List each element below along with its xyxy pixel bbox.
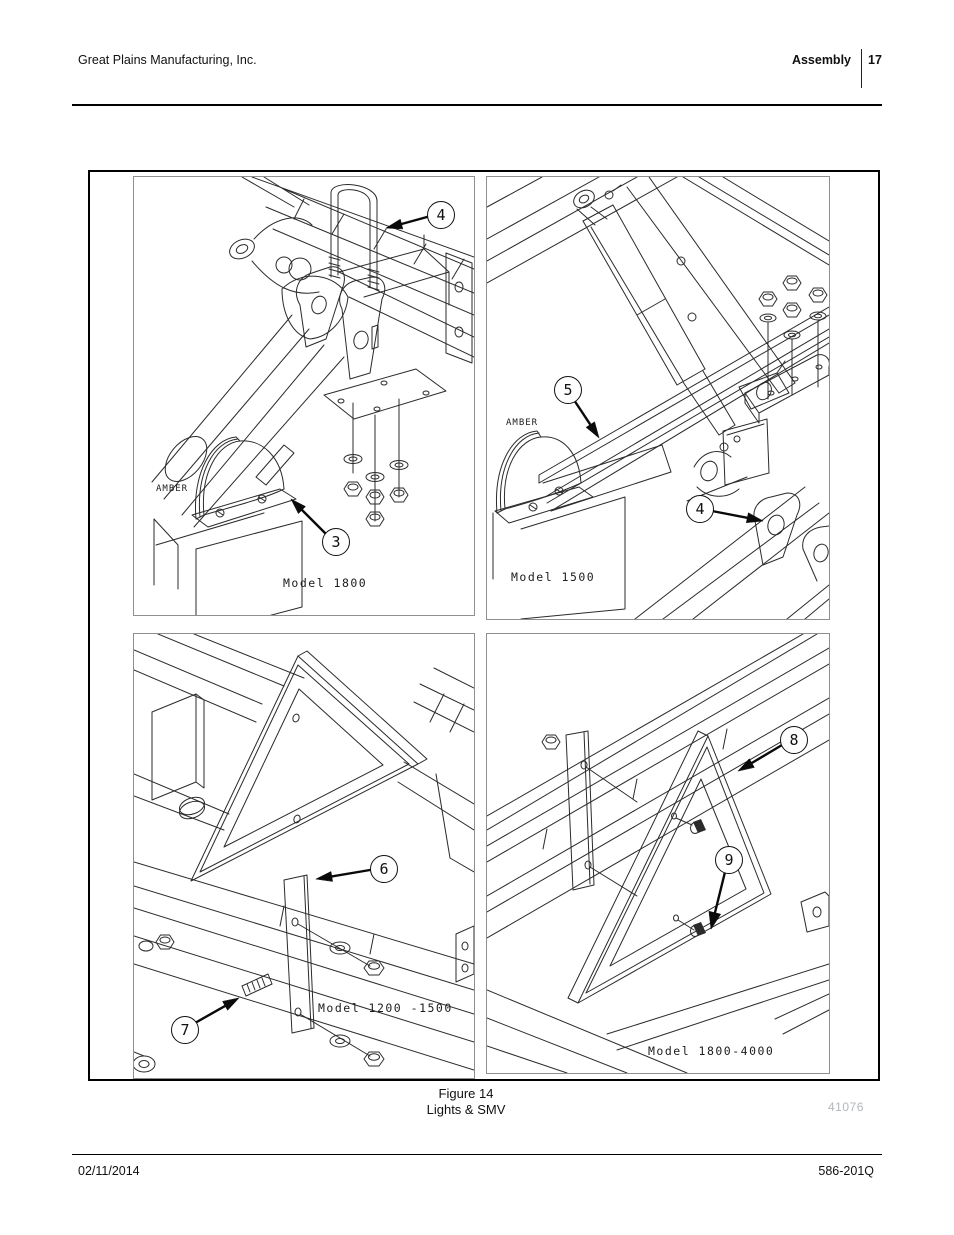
callout-4: 4: [427, 201, 455, 229]
company-name: Great Plains Manufacturing, Inc.: [78, 53, 257, 67]
panel-model-1800-4000: Model 1800-4000 8 9: [486, 633, 830, 1074]
model-1500-label: Model 1500: [511, 570, 596, 584]
drawing-model-1500: [487, 177, 829, 619]
drawing-model-1800-4000: [487, 634, 829, 1073]
callout-7: 7: [171, 1016, 199, 1044]
header-rule: [72, 104, 882, 106]
section-title: Assembly: [791, 53, 851, 67]
panel-model-1800: AMBER Model 1800 4 3: [133, 176, 475, 616]
page-number: 17: [868, 53, 882, 67]
callout-4: 4: [686, 495, 714, 523]
model-1800-label: Model 1800: [283, 576, 368, 590]
drawing-model-1200-1500: [134, 634, 474, 1073]
figure-caption-subtitle: Lights & SMV: [426, 1102, 506, 1117]
header-divider: [861, 49, 862, 88]
drawing-reference-number: 41076: [828, 1100, 864, 1114]
figure-caption-title: Figure 14: [438, 1086, 494, 1101]
figure-caption: Figure 14 Lights & SMV: [316, 1086, 616, 1118]
figure-frame: AMBER Model 1800 4 3: [88, 170, 880, 1081]
amber-light-label: AMBER: [156, 484, 189, 494]
callout-8: 8: [780, 726, 808, 754]
callout-6: 6: [370, 855, 398, 883]
model-1200-1500-label: Model 1200 -1500: [318, 1001, 453, 1015]
revision-date: 02/11/2014: [78, 1164, 140, 1178]
callout-3: 3: [322, 528, 350, 556]
model-1800-4000-label: Model 1800-4000: [648, 1044, 775, 1058]
callout-9: 9: [715, 846, 743, 874]
document-number: 586-201Q: [818, 1164, 874, 1178]
callout-5: 5: [554, 376, 582, 404]
amber-light-label: AMBER: [506, 418, 539, 428]
drawing-model-1800: [151, 177, 474, 615]
panel-model-1200-1500: Model 1200 -1500 6 7: [133, 633, 475, 1079]
footer-rule: [72, 1154, 882, 1155]
panel-model-1500: AMBER Model 1500 5 4: [486, 176, 830, 620]
